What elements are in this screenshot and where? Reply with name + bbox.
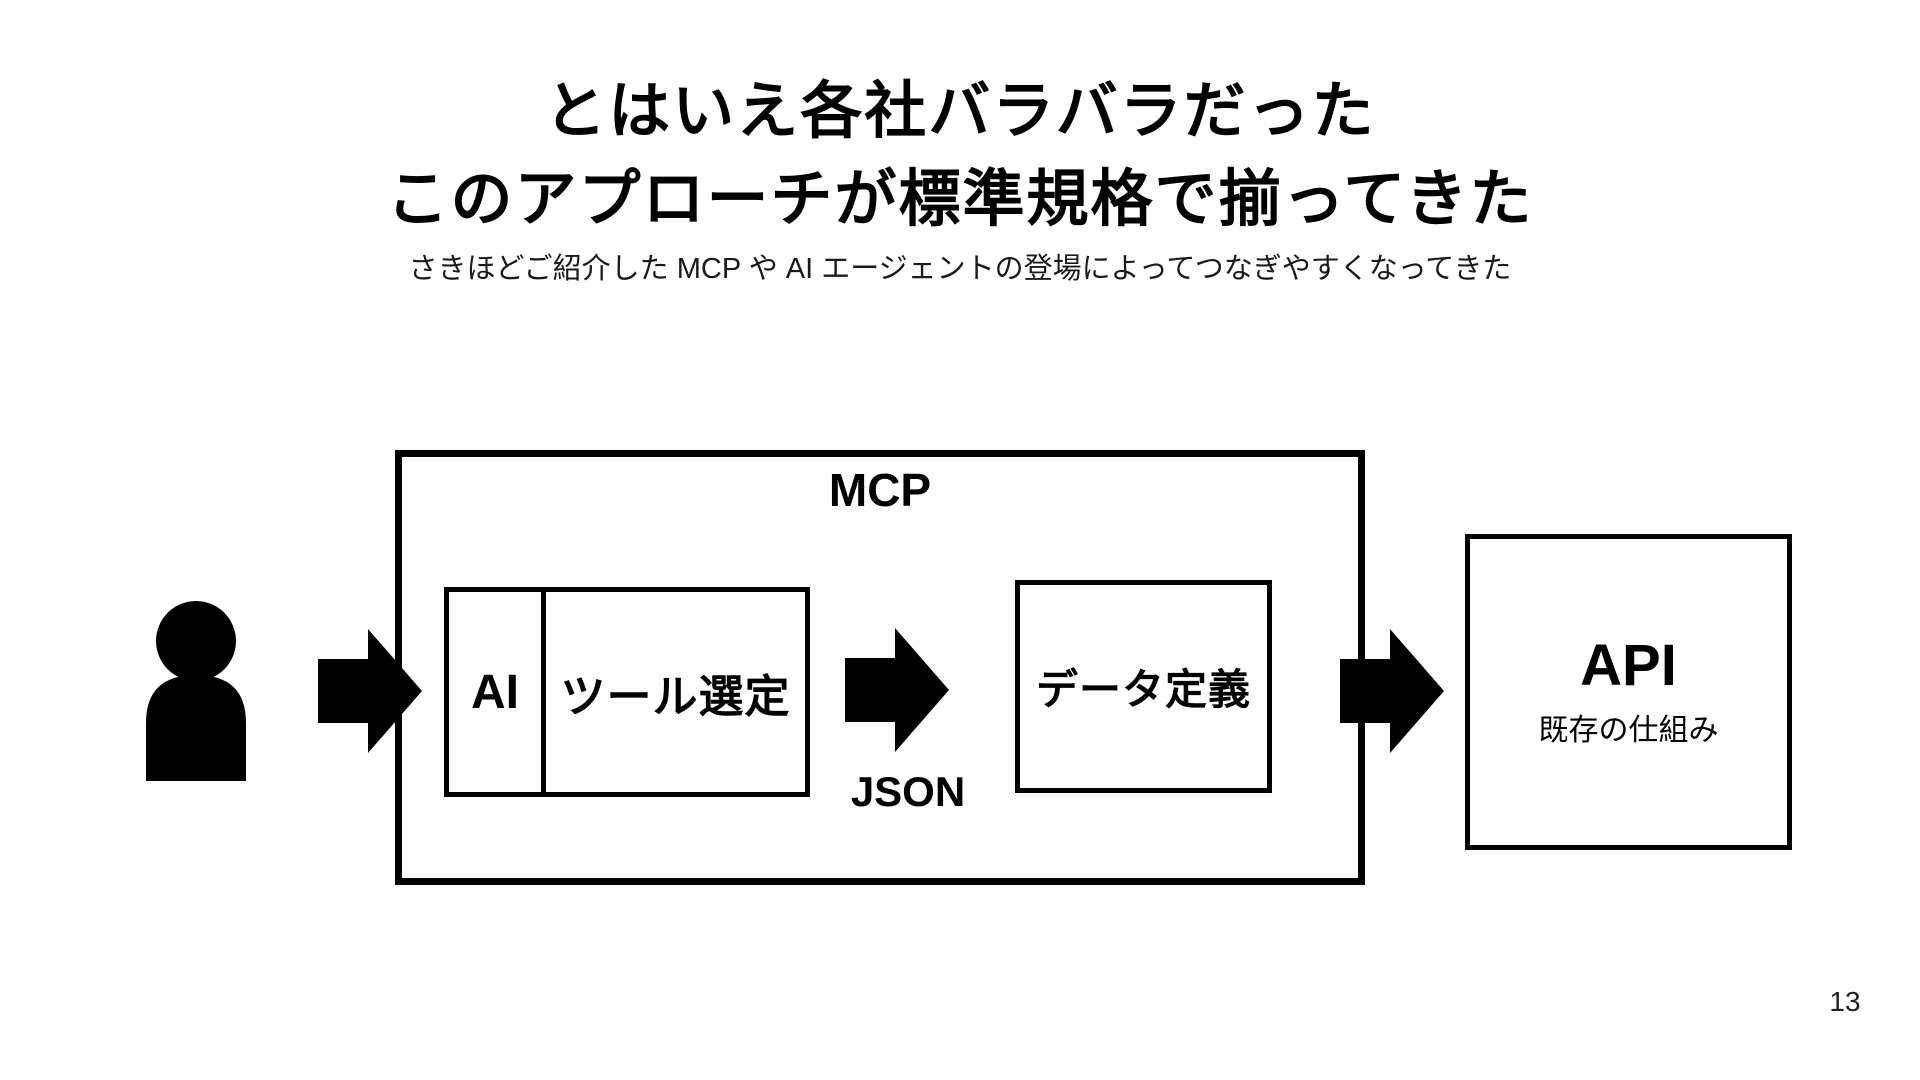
title-line-1: とはいえ各社バラバラだった: [544, 77, 1376, 146]
api-label: API: [1580, 633, 1677, 698]
person-icon: [146, 601, 246, 781]
api-sublabel: 既存の仕組み: [1538, 714, 1719, 747]
api-box: API 既存の仕組み: [1465, 534, 1792, 850]
data-definition-box: データ定義: [1015, 580, 1272, 793]
mcp-label: MCP: [828, 464, 932, 516]
right-arrow-icon: [845, 628, 949, 752]
ai-label: AI: [449, 592, 546, 792]
page-number: 13: [1829, 986, 1861, 1017]
slide-subtitle: さきほどご紹介した MCP や AI エージェントの登場によってつなぎやすくなっ…: [408, 253, 1512, 285]
json-label: JSON: [850, 768, 966, 815]
title-line-2: このアプローチが標準規格で揃ってきた: [386, 165, 1534, 234]
right-arrow-icon: [1340, 629, 1444, 753]
tool-select-label: ツール選定: [560, 670, 791, 722]
right-arrow-icon: [318, 629, 422, 753]
slide-title: とはいえ各社バラバラだった このアプローチが標準規格で揃ってきた: [0, 68, 1920, 244]
ai-tool-select-box: AI ツール選定: [444, 587, 810, 797]
